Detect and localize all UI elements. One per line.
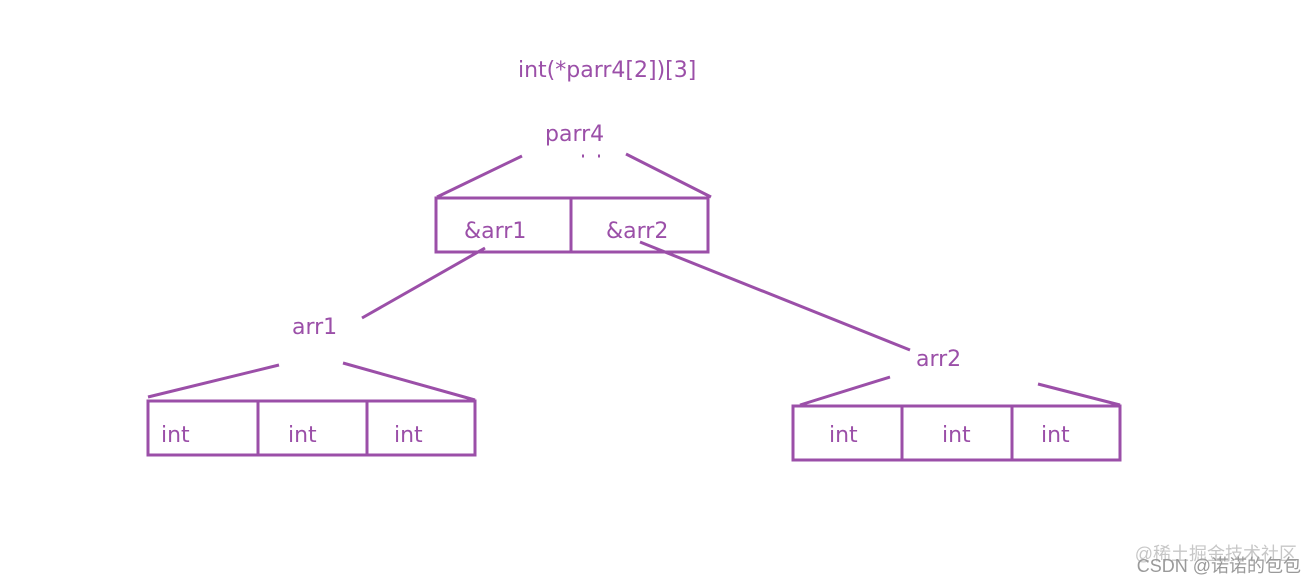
watermark-csdn: CSDN @诺诺的包包: [1136, 556, 1301, 576]
parr4-label: parr4: [545, 122, 605, 147]
connector-arr1: [361, 246, 486, 320]
root-cell-2: &arr2: [606, 219, 669, 244]
root-fan-right: [625, 152, 712, 199]
arr1-fan-right: [342, 361, 476, 402]
declaration-title: int(*parr4[2])[3]: [518, 58, 697, 83]
arr2-cell-3: int: [1041, 423, 1070, 448]
arr2-cell-1: int: [829, 423, 858, 448]
root-fan-left: [436, 154, 523, 199]
arr2-box: [791, 404, 1122, 462]
arr1-cell-1: int: [161, 423, 190, 448]
watermark-juejin: @稀土掘金技术社区: [1134, 544, 1297, 564]
connector-arr2: [639, 240, 911, 352]
arr2-fan-right: [1037, 382, 1121, 407]
arr1-box: [146, 399, 477, 457]
arr1-cell-3: int: [394, 423, 423, 448]
arr1-cell-2: int: [288, 423, 317, 448]
arr2-label: arr2: [916, 347, 962, 372]
root-cell-1: &arr1: [464, 219, 527, 244]
arr2-cell-2: int: [942, 423, 971, 448]
arr1-fan-left: [147, 363, 280, 399]
arr2-fan-left: [799, 375, 891, 407]
arr1-label: arr1: [292, 315, 338, 340]
